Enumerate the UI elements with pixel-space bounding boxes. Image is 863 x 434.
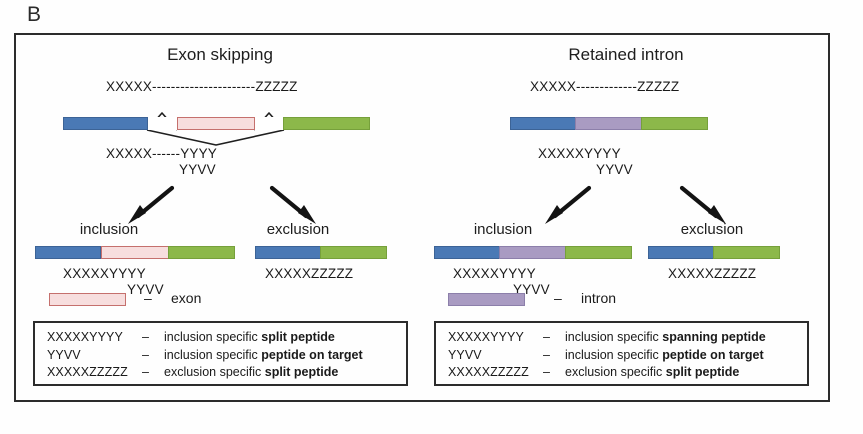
legend-dash: – (543, 330, 550, 344)
retained-intron-bottom-sequence-1: XXXXXYYYY (538, 146, 621, 161)
legend-row: XXXXXZZZZZ – exclusion specific split pe… (448, 364, 797, 382)
retained-intron-key-dash: – (554, 290, 562, 306)
exon-skipping-key-swatch-exon (49, 293, 126, 306)
exon-skipping-bottom-sequence-2: YYVV (179, 162, 216, 177)
retained-intron-arrow-inclusion (545, 185, 592, 224)
exon-skipping-bar-segment-green (283, 117, 370, 130)
retained-intron-top-sequence: XXXXX-------------ZZZZZ (530, 79, 680, 94)
retained-intron-arrow-exclusion (679, 185, 726, 224)
legend-code: YYVV (448, 347, 482, 362)
exon-skipping-exclusion-sequence-1: XXXXXZZZZZ (265, 266, 354, 281)
legend-bold: spanning peptide (662, 330, 766, 344)
legend-dash: – (142, 347, 149, 362)
legend-prefix: exclusion specific (164, 365, 265, 379)
legend-bold: peptide on target (662, 347, 764, 362)
legend-dash: – (142, 330, 149, 344)
retained-intron-legend-box: XXXXXYYYY – inclusion specific spanning … (434, 321, 809, 386)
retained-intron-exclusion-segment-blue (648, 246, 714, 259)
retained-intron-inclusion-sequence-1: XXXXXYYYY (453, 266, 536, 281)
legend-description: exclusion specific split peptide (565, 364, 797, 382)
exon-skipping-arrow-inclusion (128, 185, 175, 224)
exon-skipping-legend-box: XXXXXYYYY – inclusion specific split pep… (33, 321, 408, 386)
exon-skipping-outcome-label-exclusion: exclusion (266, 221, 330, 238)
legend-prefix: inclusion specific (565, 347, 663, 362)
exon-skipping-exclusion-segment-green (320, 246, 387, 259)
retained-intron-bar-segment-intron (575, 117, 642, 130)
exon-skipping-inclusion-segment-blue (35, 246, 101, 259)
legend-bold: split peptide (665, 365, 740, 379)
legend-row: YYVV – inclusion specific peptide on tar… (47, 347, 396, 365)
retained-intron-key-swatch-intron (448, 293, 525, 306)
legend-description: inclusion specific peptide on target (164, 347, 396, 365)
exon-skipping-top-sequence: XXXXX----------------------ZZZZZ (106, 79, 298, 94)
exon-skipping-key-dash: – (144, 290, 152, 306)
exon-skipping-bar-segment-exon (177, 117, 255, 130)
legend-description: inclusion specific peptide on target (565, 347, 797, 365)
legend-code: XXXXXYYYY (448, 330, 524, 344)
panel-letter: B (27, 3, 42, 26)
legend-row: YYVV – inclusion specific peptide on tar… (448, 347, 797, 365)
legend-code: XXXXXZZZZZ (47, 365, 128, 379)
figure-outer-frame: Exon skipping XXXXX---------------------… (14, 33, 830, 402)
legend-description: inclusion specific spanning peptide (565, 329, 797, 347)
retained-intron-outcome-label-exclusion: exclusion (680, 221, 744, 238)
legend-code: XXXXXZZZZZ (448, 365, 529, 379)
retained-intron-exclusion-segment-green (713, 246, 780, 259)
retained-intron-bottom-sequence-2: YYVV (596, 162, 633, 177)
panel-title-retained-intron: Retained intron (568, 45, 684, 64)
exon-skipping-arrow-exclusion (269, 185, 316, 224)
legend-prefix: exclusion specific (565, 365, 666, 379)
legend-code: XXXXXYYYY (47, 330, 123, 344)
legend-prefix: inclusion specific (164, 347, 262, 362)
legend-row: XXXXXYYYY – inclusion specific spanning … (448, 329, 797, 347)
panel-exon-skipping: Exon skipping XXXXX---------------------… (16, 35, 424, 400)
retained-intron-bar-segment-green (641, 117, 708, 130)
legend-code: YYVV (47, 347, 81, 362)
exon-skipping-inclusion-sequence-2: YYVV (127, 282, 164, 297)
exon-skipping-bar-segment-blue (63, 117, 148, 130)
legend-description: exclusion specific split peptide (164, 364, 396, 382)
legend-bold: peptide on target (261, 347, 363, 362)
panel-retained-intron: Retained intron XXXXX-------------ZZZZZ … (424, 35, 828, 400)
panel-title-exon-skipping: Exon skipping (167, 45, 273, 64)
retained-intron-inclusion-segment-green (565, 246, 632, 259)
exon-skipping-exclusion-segment-blue (255, 246, 321, 259)
legend-bold: split peptide (264, 365, 339, 379)
legend-dash: – (543, 365, 550, 379)
retained-intron-key-label: intron (581, 290, 617, 306)
exon-skipping-inclusion-segment-green (168, 246, 235, 259)
legend-dash: – (142, 365, 149, 379)
retained-intron-outcome-label-inclusion: inclusion (473, 221, 533, 238)
legend-row: XXXXXZZZZZ – exclusion specific split pe… (47, 364, 396, 382)
exon-skipping-inclusion-segment-exon (101, 246, 169, 259)
retained-intron-inclusion-segment-intron (499, 246, 566, 259)
exon-skipping-inclusion-sequence-1: XXXXXYYYY (63, 266, 146, 281)
exon-skipping-key-label: exon (171, 290, 202, 306)
legend-prefix: inclusion specific (164, 330, 262, 344)
exon-skipping-outcome-label-inclusion: inclusion (79, 221, 139, 238)
legend-row: XXXXXYYYY – inclusion specific split pep… (47, 329, 396, 347)
retained-intron-bar-segment-blue (510, 117, 576, 130)
exon-skipping-bottom-sequence-1: XXXXX------YYYY (106, 146, 218, 161)
retained-intron-inclusion-segment-blue (434, 246, 500, 259)
legend-prefix: inclusion specific (565, 330, 663, 344)
legend-description: inclusion specific split peptide (164, 329, 396, 347)
legend-dash: – (543, 347, 550, 362)
retained-intron-exclusion-sequence-1: XXXXXZZZZZ (668, 266, 757, 281)
legend-bold: split peptide (261, 330, 335, 344)
